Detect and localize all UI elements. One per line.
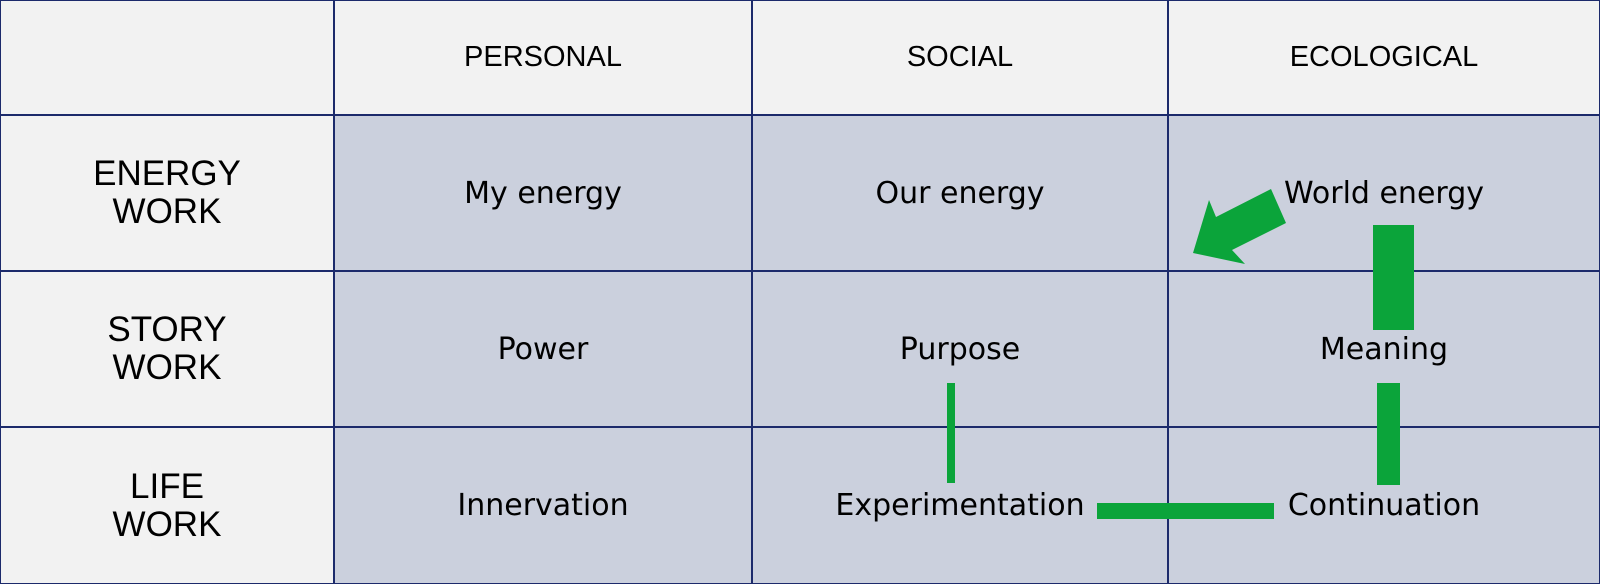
column-header-social: SOCIAL bbox=[752, 0, 1168, 115]
cell-meaning: Meaning bbox=[1168, 271, 1600, 427]
column-header-ecological: ECOLOGICAL bbox=[1168, 0, 1600, 115]
cell-power: Power bbox=[334, 271, 752, 427]
cell-experimentation: Experimentation bbox=[752, 427, 1168, 584]
cell-continuation: Continuation bbox=[1168, 427, 1600, 584]
row-header-line2: WORK bbox=[112, 192, 222, 231]
row-header-line1: LIFE bbox=[130, 466, 204, 506]
row-header-energy-work: ENERGY WORK bbox=[0, 115, 334, 271]
row-header-line2: WORK bbox=[112, 348, 222, 387]
cell-world-energy: World energy bbox=[1168, 115, 1600, 271]
cell-innervation: Innervation bbox=[334, 427, 752, 584]
cell-our-energy: Our energy bbox=[752, 115, 1168, 271]
row-header-line1: ENERGY bbox=[93, 154, 241, 193]
cell-my-energy: My energy bbox=[334, 115, 752, 271]
column-header-personal: PERSONAL bbox=[334, 0, 752, 115]
row-header-life-work: LIFE WORK bbox=[0, 427, 334, 584]
row-header-story-work: STORY WORK bbox=[0, 271, 334, 427]
row-header-line2: WORK bbox=[112, 504, 222, 544]
row-header-line1: STORY bbox=[107, 310, 227, 349]
cell-purpose: Purpose bbox=[752, 271, 1168, 427]
corner-cell bbox=[0, 0, 334, 115]
